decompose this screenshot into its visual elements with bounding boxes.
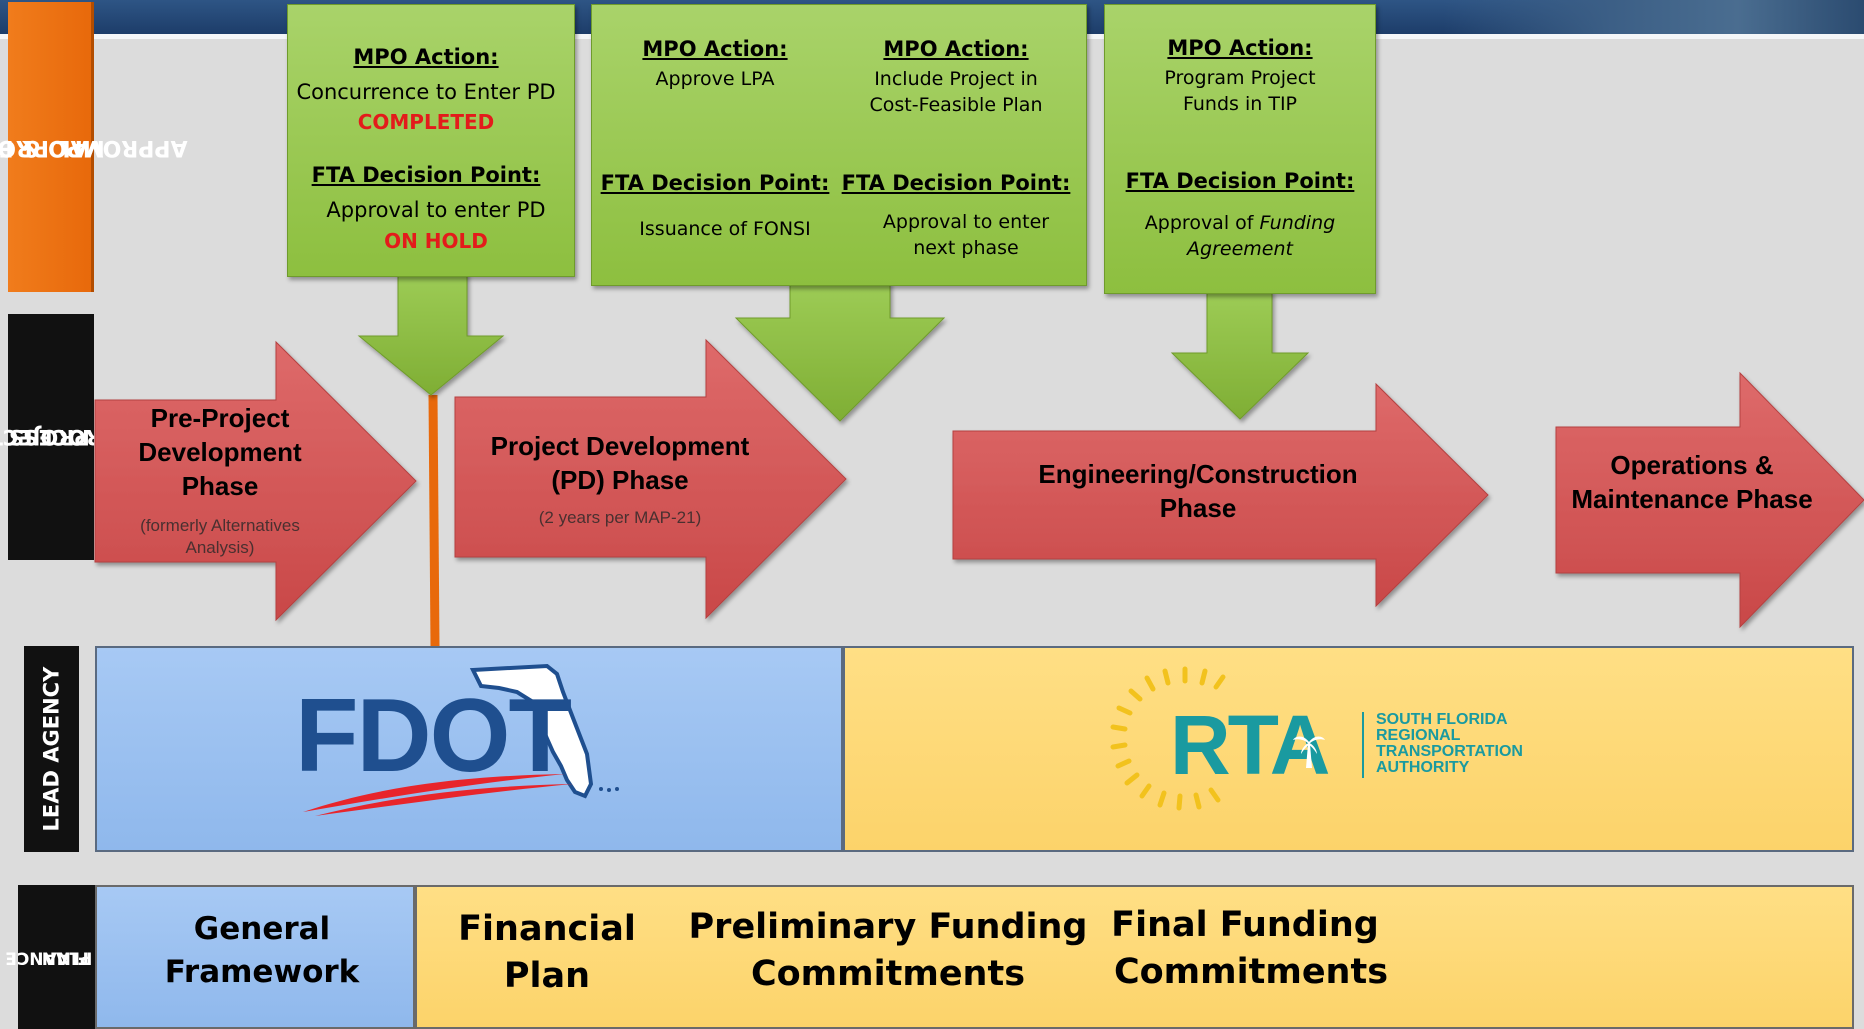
text-line: SOUTH FLORIDA (1376, 711, 1508, 728)
finance-commitments-panel (415, 885, 1854, 1029)
fdot-logo-graphic (303, 663, 619, 816)
text-line: Cost-Feasible Plan (869, 93, 1043, 116)
text-line: Analysis) (185, 538, 255, 558)
text-line: Commitments (750, 954, 1026, 995)
text-line: Funds in TIP (1183, 92, 1297, 115)
connector-line (428, 394, 440, 647)
approval-box-tip-funding: MPO Action: Program Project Funds in TIP… (1104, 4, 1376, 294)
approval-box-concurrence: MPO Action: Concurrence to Enter PD COMP… (287, 4, 575, 277)
mpo-action-heading: MPO Action: (883, 37, 1029, 61)
text-line: next phase (913, 236, 1019, 259)
rta-sunburst (1110, 666, 1226, 811)
phase-label-operations: Operations & Maintenance Phase (1571, 449, 1812, 517)
text-line: Plan (503, 956, 591, 997)
row-label-mpo-fta-approval: MPO & FTAAPPROVAL PROCESS (0, 2, 188, 292)
lead-agency-fdot-panel (95, 646, 843, 852)
text-line: Phase (1159, 492, 1237, 523)
text-line: Pre-Project (150, 403, 290, 433)
rta-wordmark: RTA (1170, 698, 1330, 792)
text-line: Development (138, 436, 302, 467)
phase-label-pre-project: Pre-Project Development Phase (138, 402, 301, 503)
fta-decision-heading: FTA Decision Point: (311, 163, 541, 187)
mpo-action-heading: MPO Action: (1167, 36, 1313, 60)
text-line: Commitments (1113, 952, 1389, 993)
phase-label-project-development: Project Development (PD) Phase (491, 430, 750, 498)
phase-arrow-operations (1555, 371, 1864, 629)
status-on-hold: ON HOLD (384, 229, 488, 253)
row-label-project-process: PROJECTPROCESS (0, 314, 117, 560)
text-span-italic: Agreement (1187, 237, 1293, 260)
down-arrow-3 (1170, 290, 1310, 420)
text-line: Approval to enter (882, 211, 1050, 233)
text-line: REGIONAL (1376, 727, 1461, 744)
text-line: Engineering/Construction (1038, 459, 1358, 489)
text-line: General (193, 911, 331, 947)
text-line: Phase (181, 470, 259, 501)
finance-preliminary-funding: Preliminary Funding Commitments (689, 904, 1088, 999)
rta-divider (1362, 712, 1364, 778)
mpo-action-text: Include Project in Cost-Feasible Plan (870, 67, 1043, 118)
fta-decision-heading: FTA Decision Point: (1125, 169, 1355, 193)
mpo-action-heading: MPO Action: (353, 45, 499, 69)
text-line: Program Project (1164, 67, 1316, 89)
palm-tree-icon (1291, 730, 1327, 770)
text-line: Financial (458, 909, 636, 949)
text-line: Operations & (1610, 450, 1774, 480)
text-line: Preliminary Funding (688, 907, 1088, 947)
finance-financial-plan: Financial Plan (458, 906, 636, 1001)
fdot-logo: FDOT (295, 662, 645, 822)
fta-decision-heading: FTA Decision Point: (600, 171, 830, 195)
fta-decision-heading: FTA Decision Point: (841, 171, 1071, 195)
text-line: (formerly Alternatives (140, 516, 300, 535)
text-span: Approval of (1144, 212, 1260, 234)
phase-arrow-engineering (952, 382, 1489, 608)
text-span-italic: Funding (1259, 212, 1336, 234)
finance-general-framework: General Framework (165, 908, 360, 995)
row-label-lead-agency: LEAD AGENCY (24, 646, 79, 852)
mpo-action-text: Approve LPA (655, 68, 775, 90)
header-photo (1444, 0, 1864, 36)
text-line: Framework (164, 954, 360, 991)
phase-note-pre-project: (formerly Alternatives Analysis) (140, 515, 300, 559)
finance-final-funding: Final Funding Commitments (1102, 902, 1388, 997)
text-line: Maintenance Phase (1571, 483, 1813, 514)
phase-arrow-project-development (454, 338, 847, 620)
florida-shape (469, 663, 594, 799)
approval-box-lpa-cost-feasible: MPO Action: Approve LPA MPO Action: Incl… (591, 4, 1087, 286)
down-arrow-2 (734, 281, 946, 422)
fta-decision-text: Issuance of FONSI (639, 218, 811, 240)
lead-agency-rta-panel (843, 646, 1854, 852)
status-completed: COMPLETED (357, 110, 495, 134)
text-line: Project Development (490, 431, 750, 461)
palm-tree-graphic (1293, 736, 1325, 768)
fta-decision-text: Approval of Funding Agreement (1145, 211, 1335, 262)
mpo-action-text: Concurrence to Enter PD (296, 80, 556, 104)
text-line: Include Project in (874, 68, 1038, 90)
phase-label-engineering: Engineering/Construction Phase (1038, 458, 1357, 526)
text-line: AUTHORITY (1376, 759, 1470, 776)
phase-note-project-development: (2 years per MAP-21) (538, 508, 702, 527)
fdot-wordmark: FDOT (295, 678, 572, 794)
phase-arrow-pre-project (94, 340, 417, 622)
mpo-action-heading: MPO Action: (642, 37, 788, 61)
rta-full-name: SOUTH FLORIDA REGIONAL TRANSPORTATION AU… (1376, 712, 1523, 776)
text-line: TRANSPORTATION (1376, 743, 1523, 760)
text-line: Final Funding (1111, 905, 1379, 945)
finance-general-framework-panel (95, 885, 415, 1029)
mpo-action-text: Program Project Funds in TIP (1164, 66, 1315, 117)
text-line: (PD) Phase (551, 464, 689, 495)
down-arrow-1 (357, 271, 505, 396)
fta-decision-text: Approval to enter PD (326, 198, 546, 222)
fta-decision-text: Approval to enter next phase (883, 210, 1049, 261)
